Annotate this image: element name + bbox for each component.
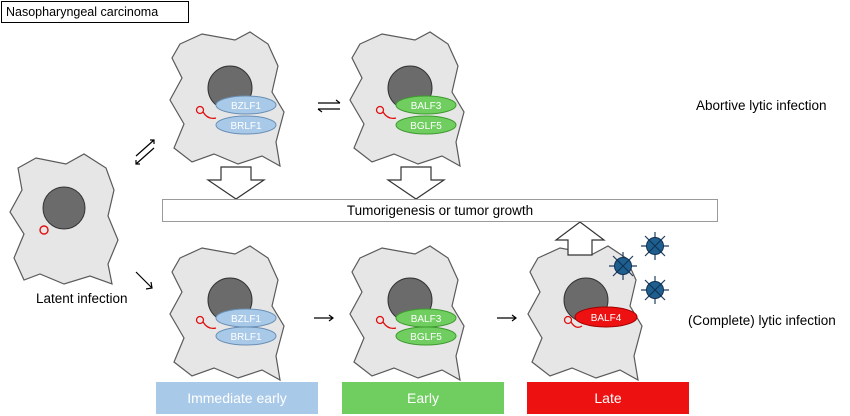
arrow-icon [314, 314, 334, 322]
equilibrium-arrow-icon [135, 139, 155, 157]
bzlf1-label: BZLF1 [231, 101, 261, 112]
arrow-icon [497, 314, 517, 322]
abortive-lytic-label: Abortive lytic infection [696, 98, 827, 113]
brlf1-label: BRLF1 [230, 332, 262, 343]
lytic-ie-cell [169, 245, 285, 381]
complete-lytic-label: (Complete) lytic infection [688, 313, 836, 328]
balf4-label: BALF4 [591, 313, 622, 324]
up-arrow-icon [554, 221, 606, 256]
bzlf1-label: BZLF1 [231, 314, 261, 325]
arrow-icon [135, 271, 153, 290]
equilibrium-arrow-icon [318, 99, 341, 104]
stage-immediate-early: Immediate early [156, 382, 318, 414]
balf3-oval [395, 95, 457, 115]
abortive-ie-cell [169, 31, 285, 167]
brlf1-label: BRLF1 [230, 121, 262, 132]
latent-cell [9, 153, 119, 285]
lytic-early-cell [349, 245, 465, 381]
virion-icon [641, 232, 669, 260]
tumor-growth-box: Tumorigenesis or tumor growth [162, 199, 718, 222]
abortive-early-cell [349, 31, 465, 167]
down-arrow-icon [206, 166, 266, 200]
stage-late: Late [527, 382, 689, 414]
balf3-label: BALF3 [411, 314, 442, 325]
down-arrow-icon [386, 166, 446, 200]
diagram-title: Nasopharyngeal carcinoma [1, 1, 189, 23]
balf3-label: BALF3 [411, 101, 442, 112]
latent-infection-label: Latent infection [36, 291, 128, 306]
lytic-late-cell [527, 245, 643, 381]
stage-early: Early [342, 382, 504, 414]
brlf1-oval [215, 115, 277, 135]
bzlf1-oval [215, 95, 277, 115]
bglf5-label: BGLF5 [410, 332, 442, 343]
balf4-oval [574, 306, 638, 328]
bglf5-label: BGLF5 [410, 121, 442, 132]
bglf5-oval [395, 115, 457, 135]
virion-icon [609, 252, 637, 280]
virion-icon [641, 276, 669, 304]
